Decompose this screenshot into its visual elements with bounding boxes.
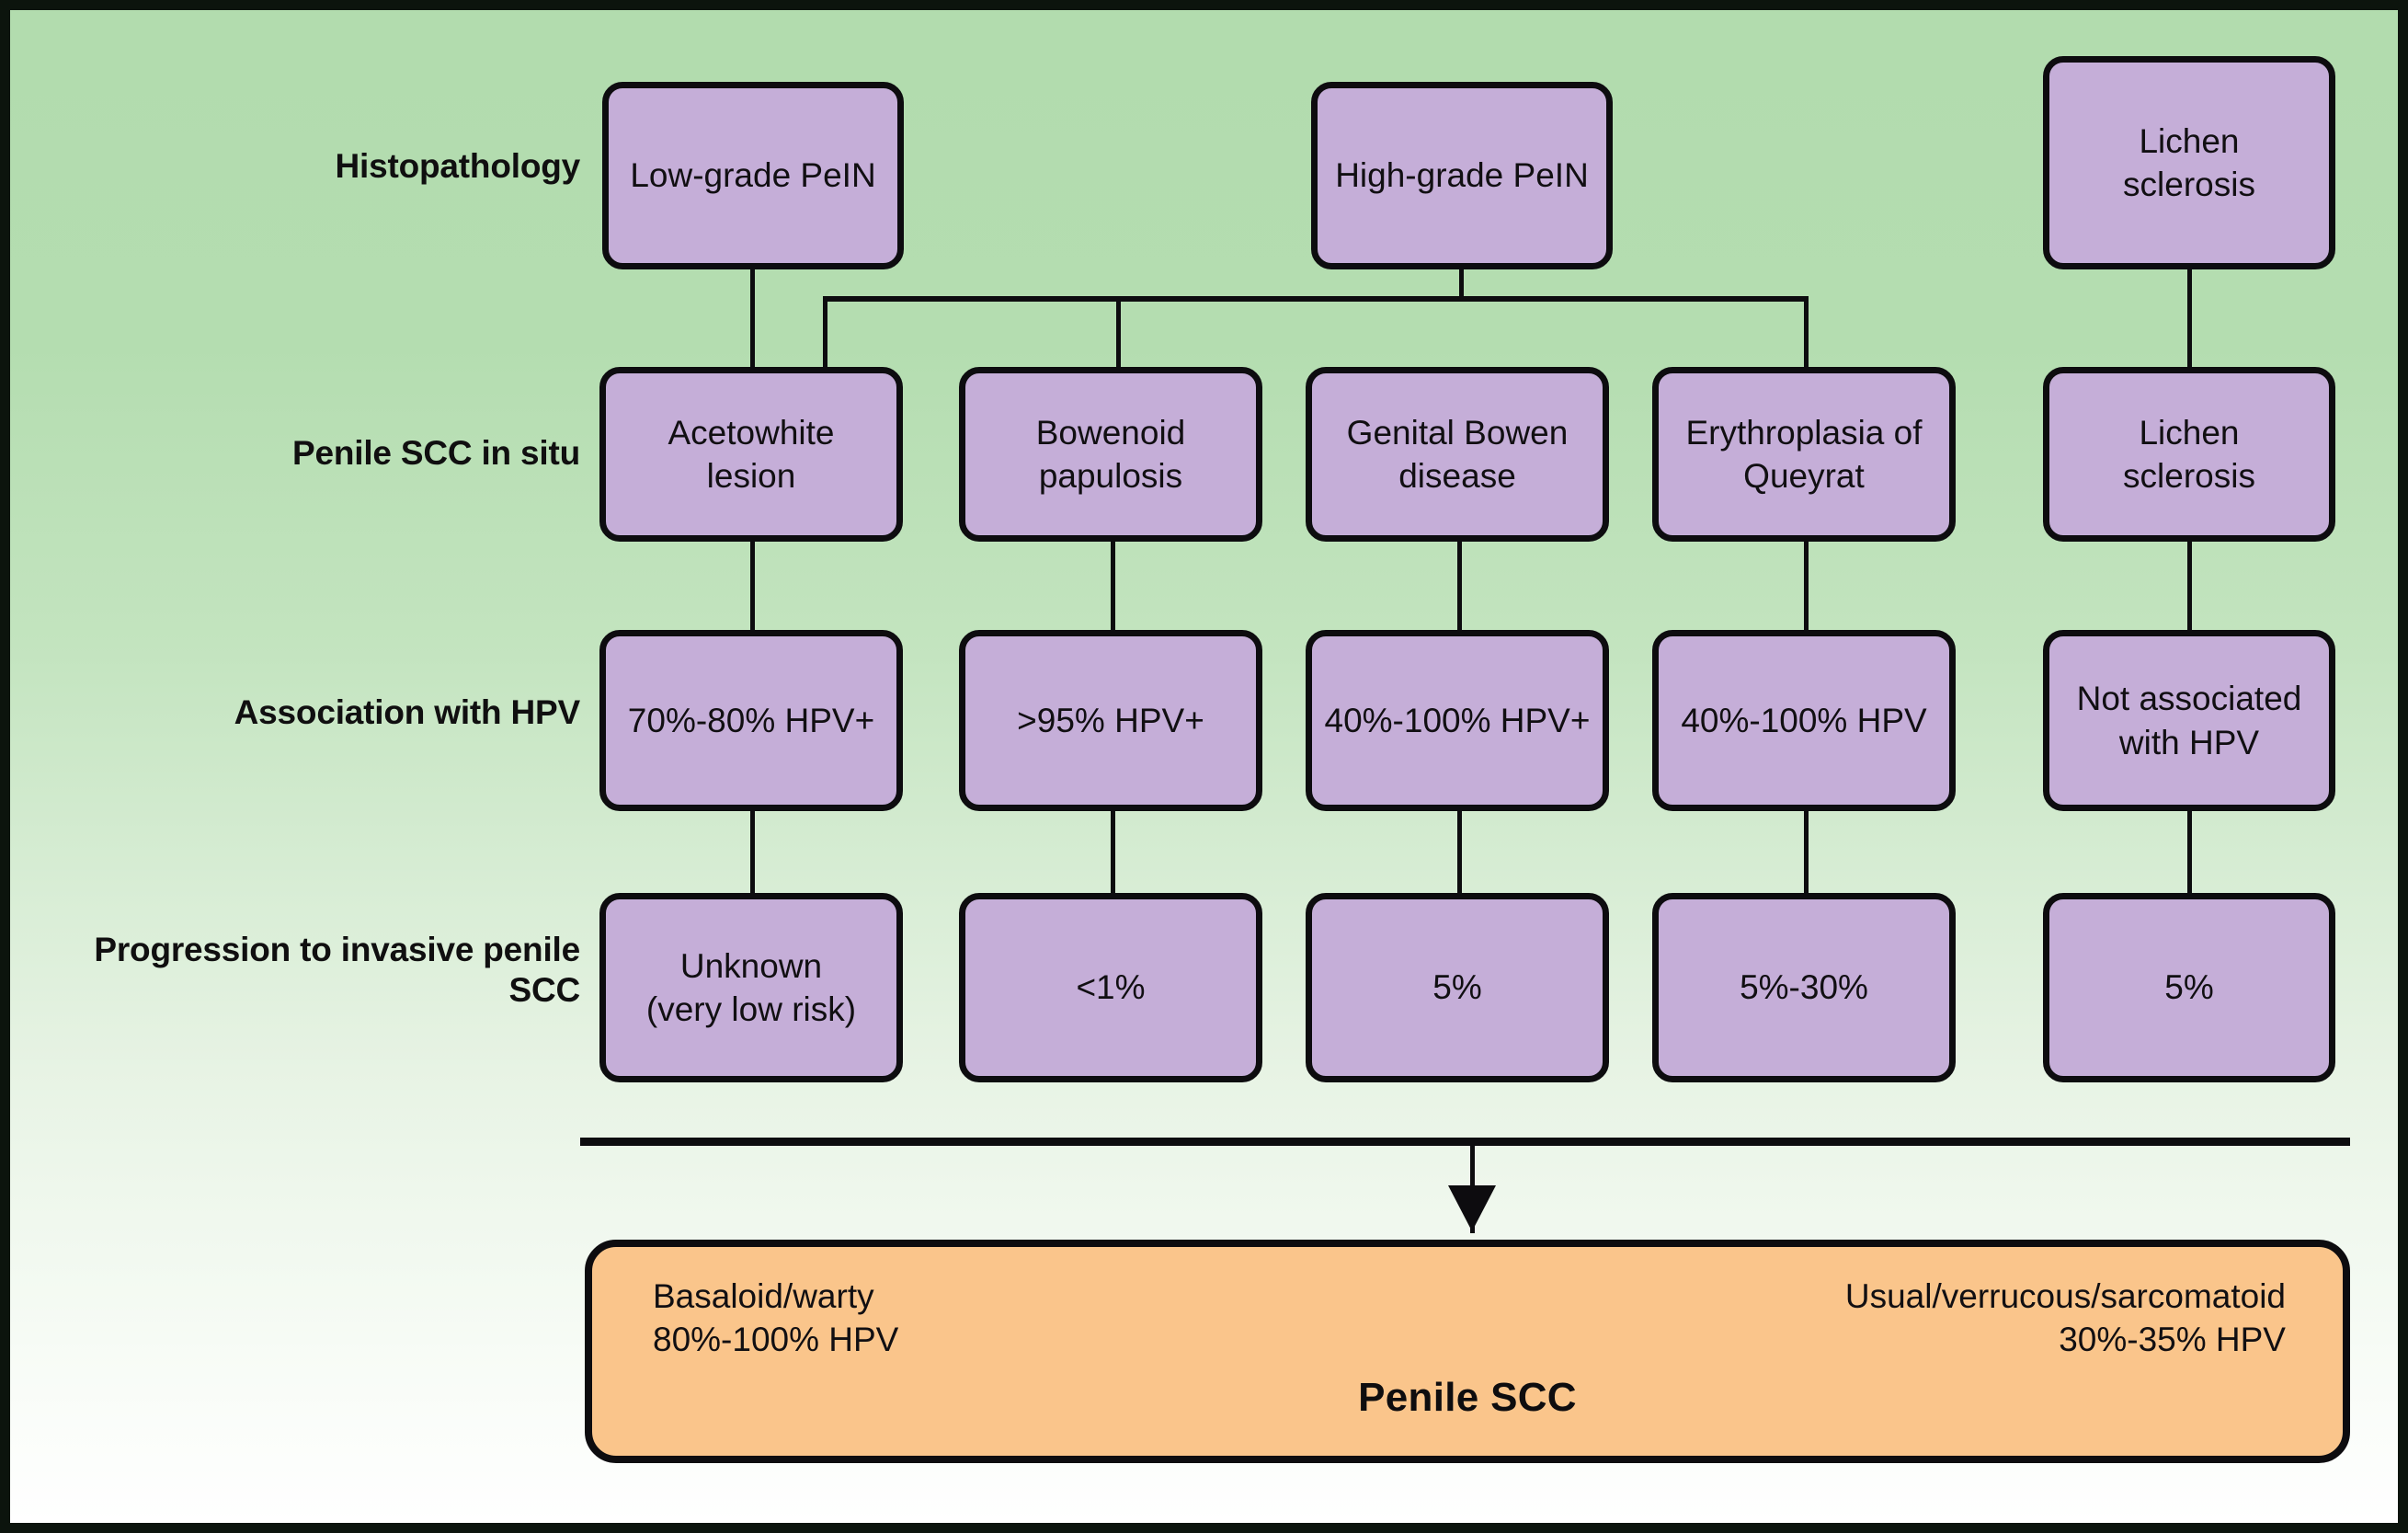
node-label: >95% HPV+	[1017, 701, 1204, 739]
connector-hpv-to-progression-5	[2187, 811, 2192, 895]
node-hpv-40-100-plus[interactable]: 40%-100% HPV+	[1306, 630, 1609, 811]
node-label: Acetowhite lesion	[668, 413, 835, 495]
row-label-progression-to-invasive-penile-scc: Progression to invasive penile SCC	[94, 931, 580, 1009]
connector-hpv-to-progression-2	[1111, 811, 1115, 895]
node-lichen-sclerosis-in-situ[interactable]: Lichen sclerosis	[2043, 367, 2335, 542]
summary-divider-rule	[580, 1138, 2350, 1146]
node-bowenoid-papulosis[interactable]: Bowenoid papulosis	[959, 367, 1262, 542]
connector-highgrade-bus	[823, 296, 1809, 302]
connector-lichen-to-lichen	[2187, 268, 2192, 371]
node-progression-unknown[interactable]: Unknown (very low risk)	[599, 893, 903, 1082]
node-genital-bowen-disease[interactable]: Genital Bowen disease	[1306, 367, 1609, 542]
node-low-grade-pein[interactable]: Low-grade PeIN	[602, 82, 904, 269]
node-acetowhite-lesion[interactable]: Acetowhite lesion	[599, 367, 903, 542]
node-progression-5-lichen[interactable]: 5%	[2043, 893, 2335, 1082]
node-erythroplasia-of-queyrat[interactable]: Erythroplasia of Queyrat	[1652, 367, 1956, 542]
connector-erythroplasia-to-hpv	[1804, 542, 1809, 630]
connector-hpv-to-progression-3	[1457, 811, 1462, 895]
node-progression-under-1[interactable]: <1%	[959, 893, 1262, 1082]
node-not-associated-with-hpv[interactable]: Not associated with HPV	[2043, 630, 2335, 811]
connector-lowgrade-to-acetowhite	[750, 268, 755, 371]
node-label: Genital Bowen disease	[1346, 413, 1569, 495]
node-label: Not associated with HPV	[2076, 680, 2302, 761]
node-label: <1%	[1076, 968, 1146, 1007]
connector-lichen-to-hpv	[2187, 542, 2192, 630]
connector-acetowhite-to-hpv	[750, 542, 755, 630]
row-label-histopathology: Histopathology	[335, 147, 581, 185]
node-label: 5%-30%	[1740, 968, 1868, 1007]
connector-hpv-to-progression-1	[750, 811, 755, 895]
connector-genital-bowen-to-hpv	[1457, 542, 1462, 630]
node-hpv-40-100[interactable]: 40%-100% HPV	[1652, 630, 1956, 811]
connector-bus-to-erythroplasia	[1804, 296, 1809, 371]
node-progression-5-30[interactable]: 5%-30%	[1652, 893, 1956, 1082]
node-label: Lichen sclerosis	[2123, 413, 2255, 495]
connector-bus-to-bowenoid	[823, 296, 827, 371]
connector-bus-to-genital-bowen	[1116, 296, 1121, 371]
outcome-hpv-associated-text: Basaloid/warty 80%-100% HPV	[653, 1277, 899, 1359]
node-label: 5%	[1432, 968, 1482, 1007]
node-label: 40%-100% HPV+	[1324, 701, 1591, 739]
outcome-penile-scc-box[interactable]: Basaloid/warty 80%-100% HPV Usual/verruc…	[585, 1240, 2350, 1463]
node-label: Bowenoid papulosis	[1035, 413, 1186, 495]
node-label: Low-grade PeIN	[630, 156, 876, 195]
node-hpv-70-80[interactable]: 70%-80% HPV+	[599, 630, 903, 811]
outcome-title: Penile SCC	[1358, 1375, 1577, 1420]
node-label: 5%	[2164, 968, 2214, 1007]
node-progression-5[interactable]: 5%	[1306, 893, 1609, 1082]
node-label: Lichen sclerosis	[2123, 121, 2255, 203]
node-hpv-over-95[interactable]: >95% HPV+	[959, 630, 1262, 811]
node-lichen-sclerosis-histopathology[interactable]: Lichen sclerosis	[2043, 56, 2335, 269]
outcome-non-hpv-text: Usual/verrucous/sarcomatoid 30%-35% HPV	[1844, 1277, 2286, 1359]
node-label: 70%-80% HPV+	[627, 701, 875, 739]
node-high-grade-pein[interactable]: High-grade PeIN	[1311, 82, 1613, 269]
row-label-penile-scc-in-situ: Penile SCC in situ	[291, 434, 580, 472]
node-label: Unknown (very low risk)	[645, 946, 857, 1028]
node-label: High-grade PeIN	[1335, 156, 1589, 195]
row-label-association-with-hpv: Association with HPV	[234, 693, 581, 731]
node-label: 40%-100% HPV	[1681, 701, 1927, 739]
connector-bowenoid-to-hpv	[1111, 542, 1115, 630]
arrow-to-outcome-head	[1448, 1185, 1496, 1231]
connector-hpv-to-progression-4	[1804, 811, 1809, 895]
connector-highgrade-stem	[1459, 268, 1464, 301]
node-label: Erythroplasia of Queyrat	[1685, 413, 1923, 495]
